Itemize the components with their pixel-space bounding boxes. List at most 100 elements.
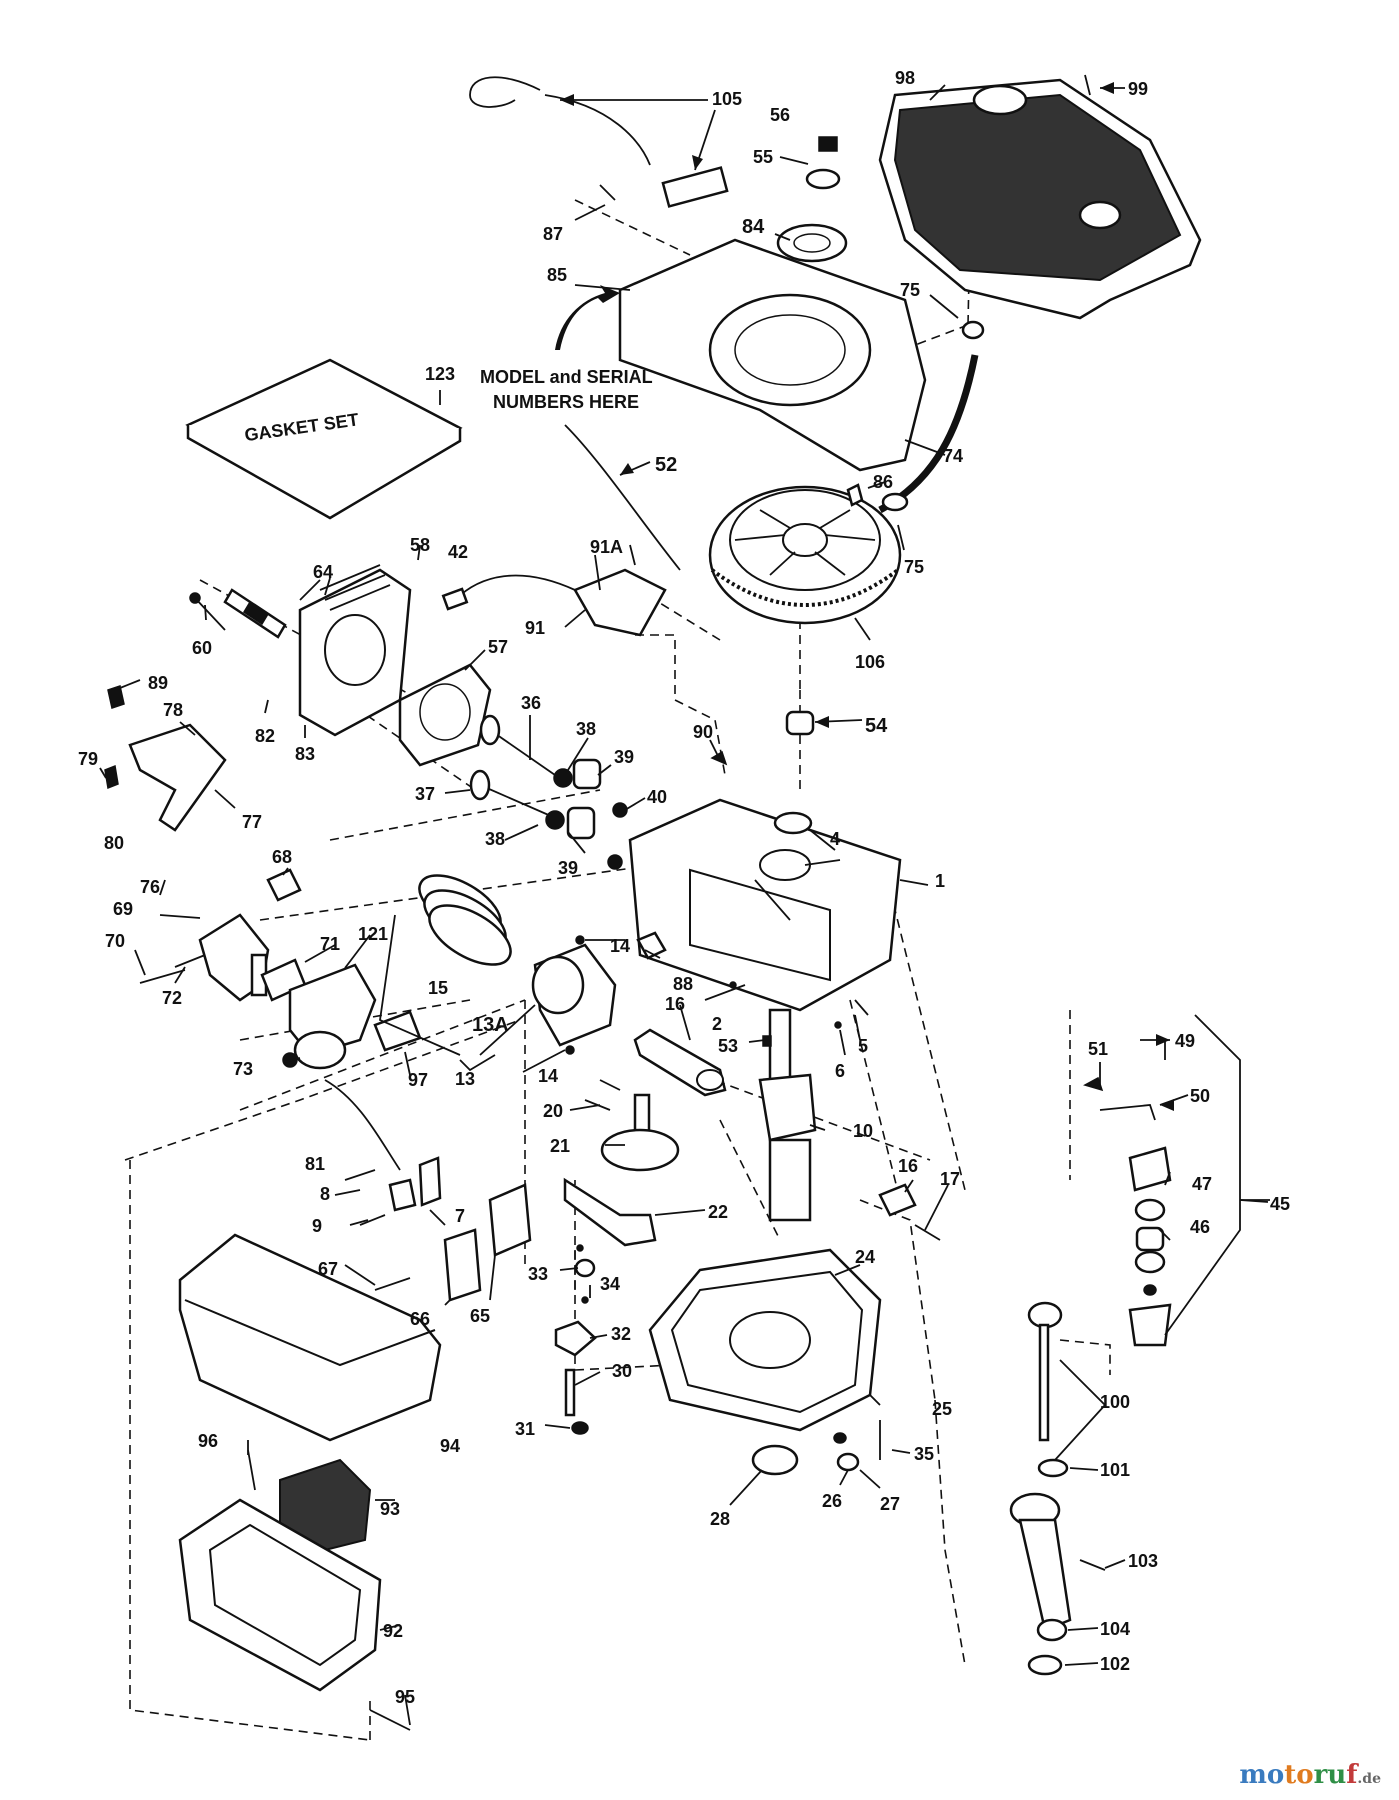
label-104: 104 xyxy=(1100,1619,1130,1639)
watermark-tld: .de xyxy=(1357,1771,1381,1787)
label-9: 9 xyxy=(312,1216,322,1236)
label-97: 97 xyxy=(408,1070,428,1090)
part-16-connecting-rod xyxy=(633,1028,727,1097)
bracket-45 xyxy=(1164,1014,1270,1336)
label-95: 95 xyxy=(395,1687,415,1707)
watermark-part-1: mo xyxy=(1239,1760,1285,1790)
part-100-dipstick xyxy=(1027,1301,1063,1442)
part-60-bolt xyxy=(189,592,226,631)
part-57-head-gasket xyxy=(398,663,492,767)
label-16-lower: 16 xyxy=(898,1156,918,1176)
label-16-top: 16 xyxy=(665,994,685,1014)
label-87: 87 xyxy=(543,224,563,244)
part-13-piston xyxy=(531,943,617,1047)
label-49: 49 xyxy=(1175,1031,1195,1051)
label-46: 46 xyxy=(1190,1217,1210,1237)
label-22: 22 xyxy=(708,1202,728,1222)
label-77: 77 xyxy=(242,812,262,832)
label-79: 79 xyxy=(78,749,98,769)
label-45: 45 xyxy=(1270,1194,1290,1214)
label-123: 123 xyxy=(425,364,455,384)
label-17: 17 xyxy=(940,1169,960,1189)
part-38-39-40-springs xyxy=(545,758,628,870)
label-94: 94 xyxy=(440,1436,460,1456)
label-78: 78 xyxy=(163,700,183,720)
label-24: 24 xyxy=(855,1247,875,1267)
part-91-ignition xyxy=(441,568,667,637)
label-121: 121 xyxy=(358,924,388,944)
label-35: 35 xyxy=(914,1444,934,1464)
label-47: 47 xyxy=(1192,1174,1212,1194)
label-26: 26 xyxy=(822,1491,842,1511)
label-80: 80 xyxy=(104,833,124,853)
label-32: 32 xyxy=(611,1324,631,1344)
label-30: 30 xyxy=(612,1361,632,1381)
leader-lines xyxy=(99,82,1269,1726)
label-90: 90 xyxy=(693,722,713,742)
watermark-logo: motoruf.de xyxy=(1239,1760,1381,1790)
label-101: 101 xyxy=(1100,1460,1130,1480)
part-67-screw xyxy=(374,1277,411,1291)
label-103: 103 xyxy=(1128,1551,1158,1571)
part-97-gasket xyxy=(373,1010,422,1052)
label-98: 98 xyxy=(895,68,915,88)
label-42: 42 xyxy=(448,542,468,562)
label-2: 2 xyxy=(712,1014,722,1034)
label-70: 70 xyxy=(105,931,125,951)
label-89: 89 xyxy=(148,673,168,693)
part-15-rings xyxy=(418,874,512,966)
small-bolts xyxy=(599,74,1091,566)
label-40: 40 xyxy=(647,787,667,807)
label-56: 56 xyxy=(770,105,790,125)
part-24-25-crankcase-cover xyxy=(648,1248,882,1432)
part-94-air-cleaner-body xyxy=(178,1233,442,1442)
label-91A: 91A xyxy=(590,537,623,557)
watermark-part-4: f xyxy=(1346,1760,1358,1790)
model-serial-note-line1: MODEL and SERIAL xyxy=(480,367,653,387)
part-number-labels: 105 56 55 98 99 87 84 85 75 74 123 52 86… xyxy=(78,68,1290,1707)
label-91: 91 xyxy=(525,618,545,638)
part-14-88-clips xyxy=(565,931,667,1055)
model-serial-note-line2: NUMBERS HERE xyxy=(493,392,639,412)
part-95-bolt xyxy=(369,1709,411,1731)
label-33: 33 xyxy=(528,1264,548,1284)
part-92-base xyxy=(178,1498,382,1692)
part-74-fuel-line xyxy=(878,320,985,514)
label-76: 76 xyxy=(140,877,160,897)
part-69-elbow xyxy=(198,913,270,1002)
label-21: 21 xyxy=(550,1136,570,1156)
label-13: 13 xyxy=(455,1069,475,1089)
part-85-blower-housing xyxy=(618,238,927,472)
label-64: 64 xyxy=(313,562,333,582)
label-14-top: 14 xyxy=(610,936,630,956)
label-100: 100 xyxy=(1100,1392,1130,1412)
label-105: 105 xyxy=(712,89,742,109)
part-58-cylinder-head xyxy=(298,564,412,737)
label-84: 84 xyxy=(742,216,765,238)
label-55: 55 xyxy=(753,147,773,167)
part-101-oring xyxy=(1037,1458,1069,1478)
part-26-27-28-seals xyxy=(751,1432,860,1476)
part-68-bushing xyxy=(266,868,302,902)
label-88: 88 xyxy=(673,974,693,994)
label-8: 8 xyxy=(320,1184,330,1204)
model-serial-note: MODEL and SERIAL NUMBERS HERE xyxy=(480,285,653,412)
label-86: 86 xyxy=(873,472,893,492)
label-65: 65 xyxy=(470,1306,490,1326)
label-74: 74 xyxy=(943,446,963,466)
label-53: 53 xyxy=(718,1036,738,1056)
part-56-55-nut-washer xyxy=(805,136,841,190)
part-10-crankshaft xyxy=(758,1008,817,1222)
label-93: 93 xyxy=(380,1499,400,1519)
label-4: 4 xyxy=(830,829,840,849)
label-102: 102 xyxy=(1100,1654,1130,1674)
label-81: 81 xyxy=(305,1154,325,1174)
part-77-bracket xyxy=(104,685,227,832)
label-54: 54 xyxy=(865,715,888,737)
label-57: 57 xyxy=(488,637,508,657)
part-86-clip xyxy=(846,483,864,507)
part-45-fuel-fittings xyxy=(1083,1040,1172,1347)
part-98-cover xyxy=(878,78,1202,320)
bracket-13-15 xyxy=(379,914,496,1072)
label-15: 15 xyxy=(428,978,448,998)
